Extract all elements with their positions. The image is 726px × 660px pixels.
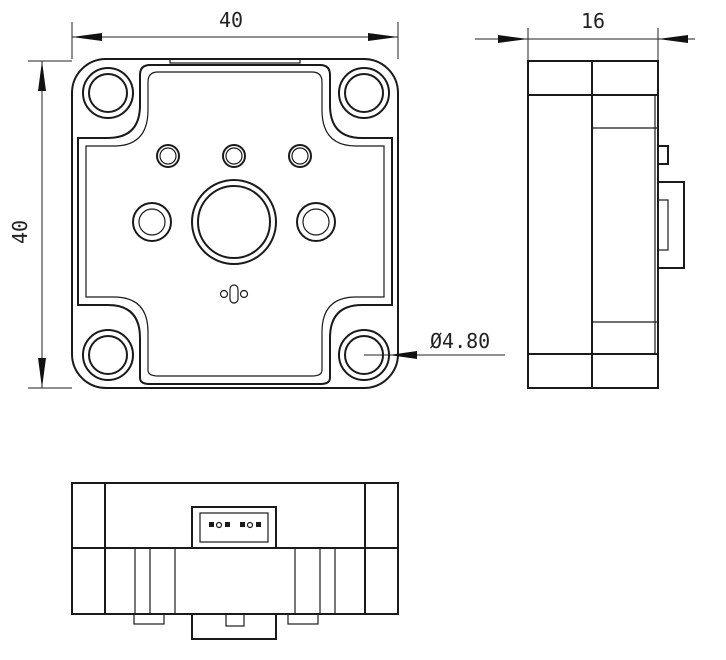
side-sensor-right	[296, 202, 336, 242]
side-button	[657, 145, 669, 165]
center-lens	[191, 179, 277, 265]
dim-hole-diameter	[364, 351, 505, 359]
front-inner-outline	[77, 64, 393, 385]
dim-front-height	[28, 60, 72, 389]
connector-pins	[209, 521, 261, 529]
front-view	[71, 58, 399, 389]
dim-hole-diameter-label: Ø4.80	[430, 329, 490, 353]
side-connector	[657, 181, 685, 269]
bottom-connector	[191, 506, 277, 549]
dim-front-width-label: 40	[219, 8, 243, 32]
front-outer-outline	[71, 58, 399, 389]
mount-hole-top-right	[338, 67, 390, 119]
side-view	[527, 60, 685, 389]
mount-hole-top-left	[82, 67, 134, 119]
dim-front-height-label: 40	[8, 220, 32, 244]
microphone-mark	[219, 284, 249, 304]
dim-front-width	[71, 22, 399, 59]
bottom-view	[71, 482, 399, 640]
dim-side-depth-label: 16	[581, 9, 605, 33]
led-holes	[156, 144, 312, 168]
dim-side-depth	[475, 28, 695, 61]
mount-hole-bottom-left	[82, 329, 134, 381]
side-sensor-left	[132, 202, 172, 242]
